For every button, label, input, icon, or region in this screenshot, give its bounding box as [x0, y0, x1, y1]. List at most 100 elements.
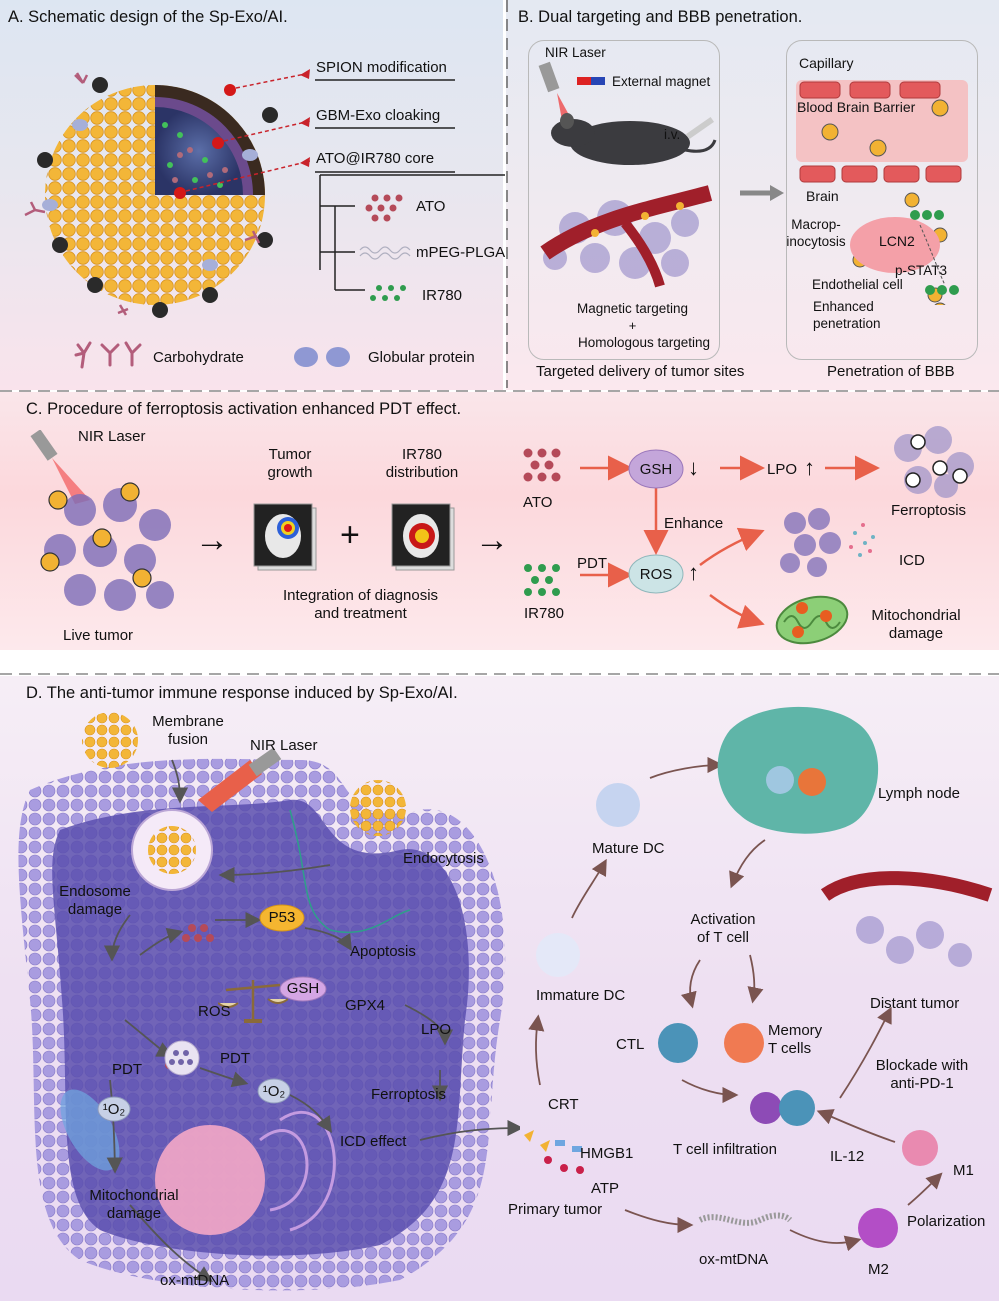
carbohydrate-icon — [74, 341, 142, 369]
balance-scale-icon — [218, 980, 288, 1023]
bbb-label: Blood Brain Barrier — [797, 99, 916, 115]
magnetic-targeting-label: Magnetic targeting — [576, 301, 689, 316]
tumor-growth-label: Tumor growth — [267, 446, 313, 481]
m1-label: M1 — [953, 1162, 974, 1179]
core-label: ATO@IR780 core — [316, 150, 435, 167]
nir-laser-label-c: NIR Laser — [78, 428, 146, 445]
ato-dots — [523, 448, 561, 482]
polarization-label: Polarization — [907, 1213, 986, 1230]
ox-mtdna-label-2: ox-mtDNA — [699, 1251, 769, 1268]
mitochondria-illustration — [775, 595, 849, 645]
gsh-down-arrow: ↓ — [688, 455, 699, 480]
distant-tumor-label: Distant tumor — [870, 995, 960, 1012]
globular-protein-label: Globular protein — [368, 349, 475, 366]
delivery-box — [528, 40, 720, 360]
ato-label: ATO — [416, 198, 446, 215]
plus-sign-c: + — [340, 516, 360, 554]
pdt-label-d1: PDT — [112, 1061, 142, 1078]
ferroptosis-label-d: Ferroptosis — [371, 1086, 447, 1103]
singlet-oxygen-bubble-2 — [257, 1078, 291, 1104]
homologous-targeting-label: Homologous targeting — [577, 335, 711, 350]
pstat3-label: p-STAT3 — [895, 263, 948, 278]
globular-protein-icon — [294, 347, 350, 367]
ros-up-arrow: ↑ — [688, 560, 699, 585]
m2-label: M2 — [868, 1261, 889, 1278]
lpo-up-arrow: ↑ — [804, 455, 815, 480]
carbohydrate-label: Carbohydrate — [153, 349, 244, 366]
gbm-exo-label: GBM-Exo cloaking — [316, 107, 441, 124]
nanoparticle-illustration — [24, 72, 310, 318]
ir780-dots — [524, 564, 560, 596]
gsh-label-c: GSH — [639, 461, 673, 478]
ato-label-c: ATO — [523, 494, 553, 511]
live-tumor-label: Live tumor — [63, 627, 134, 644]
panel-c-title: C. Procedure of ferroptosis activation e… — [26, 400, 462, 418]
singlet-oxygen-label-1: ¹O₂ — [102, 1101, 126, 1118]
mitochondrial-damage-label-d: Mitochondrial damage — [89, 1187, 179, 1222]
mouse-illustration — [538, 61, 717, 165]
singlet-oxygen-bubble-1 — [97, 1096, 131, 1122]
ferroptosis-skulls — [894, 426, 974, 498]
gsh-label-d: GSH — [286, 980, 320, 997]
p53-bubble — [259, 904, 305, 932]
il12-label: IL-12 — [830, 1148, 865, 1165]
lymph-node-label: Lymph node — [878, 785, 961, 802]
external-magnet-label: External magnet — [612, 74, 711, 89]
bbb-illustration — [796, 80, 968, 305]
capillary-label: Capillary — [799, 55, 854, 71]
immune-illustration — [524, 706, 993, 1252]
panel-a-title: A. Schematic design of the Sp-Exo/AI. — [8, 8, 288, 26]
pdt-label-d2: PDT — [220, 1050, 250, 1067]
ir780-label: IR780 — [422, 287, 463, 304]
icd-effect-label: ICD effect — [340, 1133, 407, 1150]
ferroptosis-label-c: Ferroptosis — [891, 502, 967, 519]
panel-d-title: D. The anti-tumor immune response induce… — [26, 684, 458, 702]
ros-label-d: ROS — [198, 1003, 231, 1020]
panel-d-left-arrows — [103, 759, 520, 1282]
panel-c-arrows — [580, 455, 880, 629]
memory-t-cells-label: Memory T cells — [768, 1022, 823, 1057]
iv-label: i.v. — [664, 127, 681, 142]
pdt-label-c: PDT — [577, 555, 607, 572]
gsh-bubble-d — [279, 976, 327, 1002]
arrow-c-1: → — [195, 521, 229, 559]
spion-label: SPION modification — [316, 59, 447, 76]
ox-mtdna-label-1: ox-mtDNA — [160, 1272, 230, 1289]
mitochondrial-damage-label-c: Mitochondrial damage — [871, 607, 961, 642]
ros-label-c: ROS — [639, 566, 673, 583]
immature-dc-label: Immature DC — [536, 987, 626, 1004]
targeted-delivery-label: Targeted delivery of tumor sites — [536, 363, 745, 380]
ir780-cluster-d — [164, 1040, 200, 1076]
ir780-distribution-label: IR780 distribution — [385, 446, 459, 481]
apoptosis-label: Apoptosis — [350, 943, 416, 960]
membrane-fusion-label: Membrane fusion — [152, 713, 224, 748]
lpo-label-d: LPO — [421, 1021, 452, 1038]
crt-label: CRT — [548, 1096, 579, 1113]
endocytosis-label: Endocytosis — [403, 850, 484, 867]
icd-cells — [780, 508, 875, 577]
brain-label: Brain — [806, 188, 839, 204]
penetration-bbb-label: Penetration of BBB — [827, 363, 955, 380]
atp-label: ATP — [591, 1180, 620, 1197]
mature-dc-label: Mature DC — [592, 840, 665, 857]
p53-label: P53 — [268, 909, 296, 926]
lpo-label-c: LPO — [767, 461, 798, 478]
primary-tumor-label: Primary tumor — [508, 1201, 603, 1218]
ir780-label-c: IR780 — [524, 605, 565, 622]
lcn2-label: LCN2 — [879, 233, 915, 249]
singlet-oxygen-label-2: ¹O₂ — [262, 1083, 286, 1100]
integration-label: Integration of diagnosis and treatment — [282, 587, 439, 622]
panel-b-title: B. Dual targeting and BBB penetration. — [518, 8, 803, 26]
arrow-c-2: → — [475, 521, 509, 559]
ctl-label: CTL — [616, 1036, 645, 1053]
icd-label-c: ICD — [899, 552, 925, 569]
gsh-bubble — [628, 449, 684, 489]
ir780-distribution-image — [391, 503, 455, 571]
tumor-cell-illustration — [18, 712, 506, 1291]
plus-sign-b: + — [628, 318, 637, 333]
gpx4-label: GPX4 — [345, 997, 386, 1014]
mpeg-plga-label: mPEG-PLGA — [416, 244, 506, 261]
tumor-vessel-illustration — [540, 185, 713, 288]
enhanced-penetration-label: Enhanced penetration — [813, 299, 881, 331]
